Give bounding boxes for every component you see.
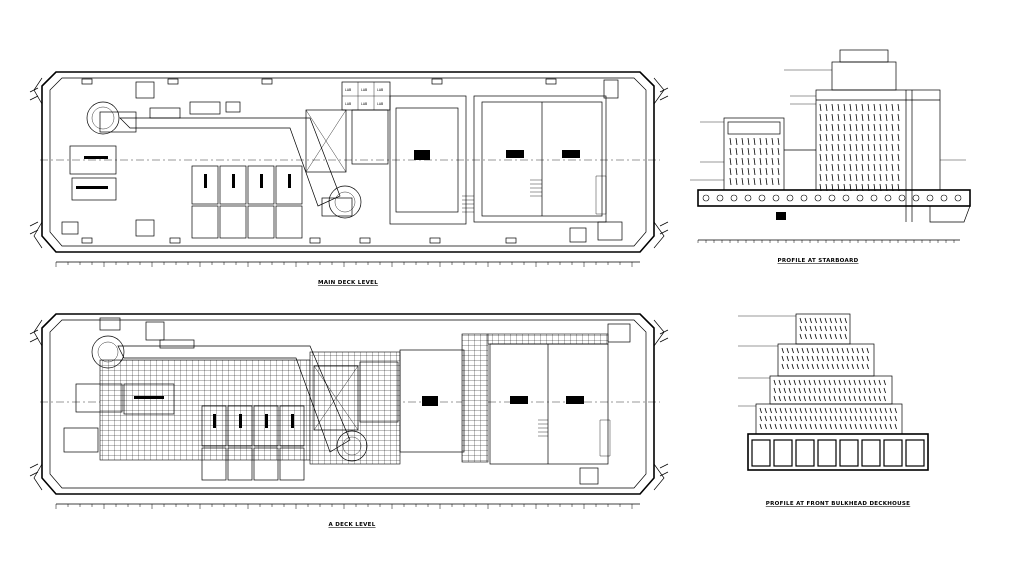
a-deck-plan: A DECK LEVEL xyxy=(29,313,669,528)
md-fittings xyxy=(81,78,557,244)
lab-tag: LAB xyxy=(361,88,367,92)
lab-tag: LAB xyxy=(377,102,383,106)
md-hangars xyxy=(389,95,607,225)
ad-containers xyxy=(201,405,305,481)
title-profile-starboard: PROFILE AT STARBOARD xyxy=(778,258,859,264)
profile-starboard: PROFILE AT STARBOARD xyxy=(690,49,971,264)
profile-front: PROFILE AT FRONT BULKHEAD DECKHOUSE xyxy=(738,313,929,507)
title-a-deck: A DECK LEVEL xyxy=(328,522,375,528)
title-main-deck: MAIN DECK LEVEL xyxy=(318,280,378,286)
lab-tag: LAB xyxy=(345,102,351,106)
lab-tag: LAB xyxy=(345,88,351,92)
lab-tag: LAB xyxy=(361,102,367,106)
lab-tag: LAB xyxy=(377,88,383,92)
md-containers xyxy=(191,165,303,239)
lab-block: LAB LAB LAB LAB LAB LAB xyxy=(341,81,391,111)
main-deck-plan: LAB LAB LAB LAB LAB LAB xyxy=(29,71,669,286)
title-profile-front: PROFILE AT FRONT BULKHEAD DECKHOUSE xyxy=(766,501,910,507)
ad-hangars xyxy=(399,343,611,465)
